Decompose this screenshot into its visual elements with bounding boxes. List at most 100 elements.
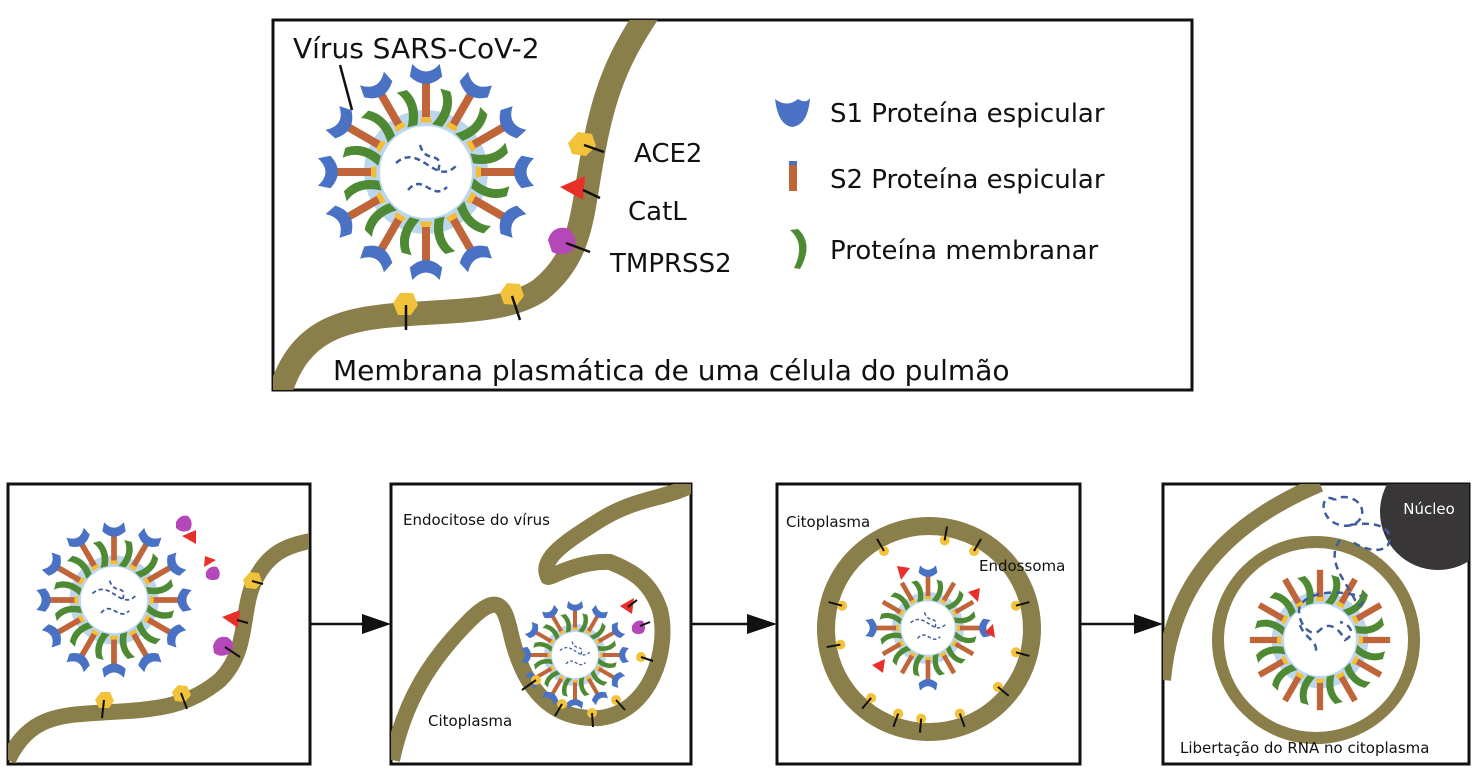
tmprss2-protease — [632, 620, 645, 635]
s2-spike — [899, 654, 915, 675]
tmprss2-protease — [176, 515, 192, 532]
s2-spike — [597, 630, 615, 643]
step-rna-release: Núcleo Libertação do RNA no citoplasma — [1161, 482, 1471, 766]
viral-rna — [1297, 495, 1391, 656]
ace2-label: ACE2 — [634, 139, 702, 169]
viral-rna — [910, 612, 946, 640]
virus-label-pointer — [338, 64, 354, 111]
sars-cov2-virus — [521, 601, 629, 709]
s2-spike — [450, 92, 475, 127]
cytoplasm-label: Citoplasma — [786, 513, 870, 531]
s2-spike — [881, 599, 902, 615]
endocytosis-label: Endocitose do vírus — [403, 511, 550, 529]
s2-spike — [56, 565, 82, 583]
catl-protease — [222, 610, 240, 628]
tmprss2-protease — [206, 566, 220, 581]
sars-cov2-virus — [865, 565, 991, 691]
s2-spike — [1282, 675, 1302, 703]
s2-spike — [587, 615, 600, 633]
s2-spike — [1282, 577, 1302, 605]
sars-cov2-virus — [36, 522, 192, 678]
arrow-2-to-3 — [691, 614, 777, 634]
plasma-membrane — [273, 20, 658, 390]
membrane-label: Membrana plasmática de uma célula do pul… — [333, 354, 1009, 387]
s2-spike — [1257, 658, 1285, 678]
catl-protease — [204, 556, 216, 567]
nucleus-label: Núcleo — [1403, 500, 1455, 518]
catl-protease — [620, 598, 634, 614]
legend: S1 Proteína espicular S2 Proteína espicu… — [775, 98, 1105, 269]
endosome-label: Endossoma — [979, 557, 1065, 575]
s2-spike — [146, 565, 172, 583]
top-panel: Vírus SARS-CoV-2 ACE2 CatL TMPRSS2 Membr… — [271, 18, 1194, 392]
catl-protease — [560, 176, 601, 200]
catl-label: CatL — [628, 197, 687, 227]
s2-spike — [1338, 577, 1358, 605]
rna-release-label: Libertação do RNA no citoplasma — [1180, 739, 1429, 757]
sars-cov2-virus — [318, 64, 534, 280]
viral-rna — [91, 580, 137, 615]
legend-membrane-protein-label: Proteína membranar — [830, 236, 1099, 266]
endosome-membrane — [817, 517, 1041, 741]
arrow-1-to-2 — [310, 614, 391, 634]
tmprss2-protease — [548, 227, 591, 255]
s2-spike — [550, 677, 563, 695]
viral-core — [552, 632, 598, 678]
s2-spike — [954, 641, 975, 657]
s2-spike — [79, 632, 97, 658]
s1-spike-icon — [775, 98, 810, 127]
s2-spike — [450, 217, 475, 252]
step-endocytosis: Endocitose do vírus Citoplasma — [389, 482, 693, 766]
nucleus — [1380, 484, 1469, 570]
catl-proteases — [872, 566, 995, 673]
viral-rna — [395, 144, 457, 193]
cytoplasm-label: Citoplasma — [428, 712, 512, 730]
s2-spike — [471, 196, 506, 221]
s2-spike — [1355, 658, 1383, 678]
s2-spike — [131, 632, 149, 658]
membrane-protein-icon — [790, 229, 807, 269]
s2-spike — [597, 667, 615, 680]
s2-spike — [346, 196, 381, 221]
s2-spike — [377, 92, 402, 127]
step-endosome: Citoplasma Endossoma — [775, 482, 1082, 766]
s2-spike — [346, 123, 381, 148]
s2-spike — [1338, 675, 1358, 703]
arrow-3-to-4 — [1080, 614, 1163, 634]
viral-rna — [559, 641, 591, 666]
s2-spike — [881, 641, 902, 657]
viral-core — [80, 566, 148, 634]
ace2-receptor — [95, 692, 114, 708]
tmprss2-protease — [213, 636, 234, 656]
step-attachment — [6, 482, 312, 766]
plasma-membrane — [391, 484, 691, 762]
ace2-receptor — [393, 293, 418, 330]
s2-spike — [56, 617, 82, 635]
s2-spike — [1355, 602, 1383, 622]
catl-protease — [182, 530, 196, 544]
s2-spike — [535, 630, 553, 643]
legend-s1-label: S1 Proteína espicular — [830, 99, 1105, 129]
s2-spike — [941, 581, 957, 602]
s2-spike — [131, 542, 149, 568]
virus-label: Vírus SARS-CoV-2 — [293, 32, 540, 65]
legend-s2-label: S2 Proteína espicular — [830, 165, 1105, 195]
viral-core — [901, 601, 955, 655]
ace2-receptor — [568, 132, 605, 156]
s2-spike — [587, 677, 600, 695]
plasma-membrane — [8, 533, 309, 764]
s2-spike — [954, 599, 975, 615]
ace2-receptors — [826, 526, 1030, 733]
s2-spike — [550, 615, 563, 633]
s2-spike — [377, 217, 402, 252]
s2-spike — [471, 123, 506, 148]
s2-spike-icon — [789, 161, 797, 191]
plasma-membrane — [1163, 484, 1324, 681]
ace2-receptor — [500, 283, 524, 321]
s2-spike — [146, 617, 172, 635]
s2-spike — [899, 581, 915, 602]
s2-spike — [1257, 602, 1285, 622]
viral-core — [380, 126, 472, 218]
endosome-membrane — [1212, 536, 1420, 744]
